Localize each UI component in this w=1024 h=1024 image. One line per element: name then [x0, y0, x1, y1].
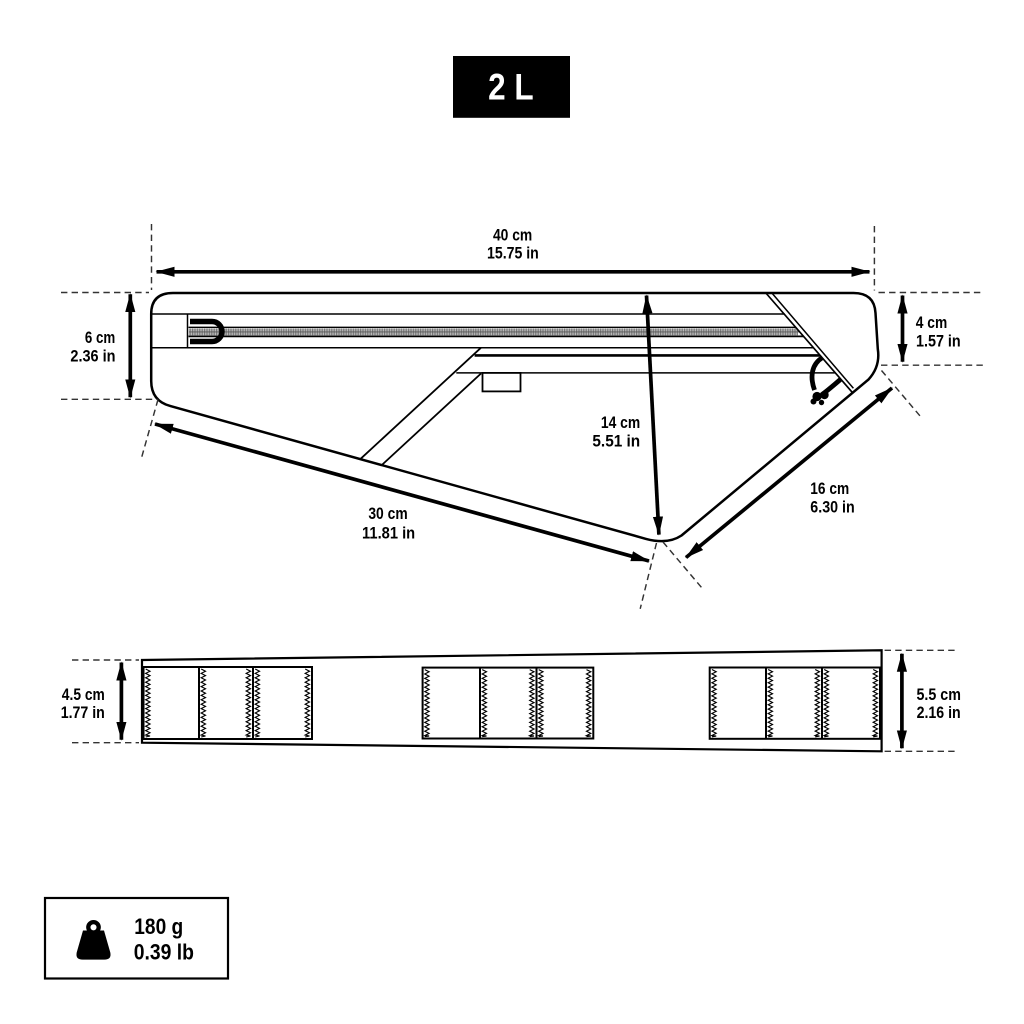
svg-text:16 cm: 16 cm	[810, 479, 849, 498]
svg-text:0.39 lb: 0.39 lb	[134, 940, 194, 965]
svg-text:4.5 cm: 4.5 cm	[62, 685, 105, 704]
svg-text:14 cm: 14 cm	[601, 413, 640, 432]
svg-text:30 cm: 30 cm	[368, 504, 407, 523]
svg-text:6 cm: 6 cm	[85, 328, 115, 347]
svg-text:1.77 in: 1.77 in	[61, 703, 105, 722]
svg-text:40 cm: 40 cm	[493, 225, 532, 244]
svg-text:5.5 cm: 5.5 cm	[917, 685, 961, 704]
svg-text:180 g: 180 g	[134, 914, 183, 939]
svg-text:4 cm: 4 cm	[916, 313, 947, 332]
svg-text:2.36 in: 2.36 in	[70, 346, 115, 365]
svg-text:1.57 in: 1.57 in	[916, 331, 961, 350]
svg-text:11.81 in: 11.81 in	[362, 524, 415, 543]
svg-text:5.51 in: 5.51 in	[592, 432, 640, 451]
svg-text:2 L: 2 L	[488, 65, 534, 107]
svg-text:6.30 in: 6.30 in	[810, 498, 854, 517]
svg-text:2.16 in: 2.16 in	[917, 703, 961, 722]
svg-text:15.75 in: 15.75 in	[487, 244, 539, 263]
